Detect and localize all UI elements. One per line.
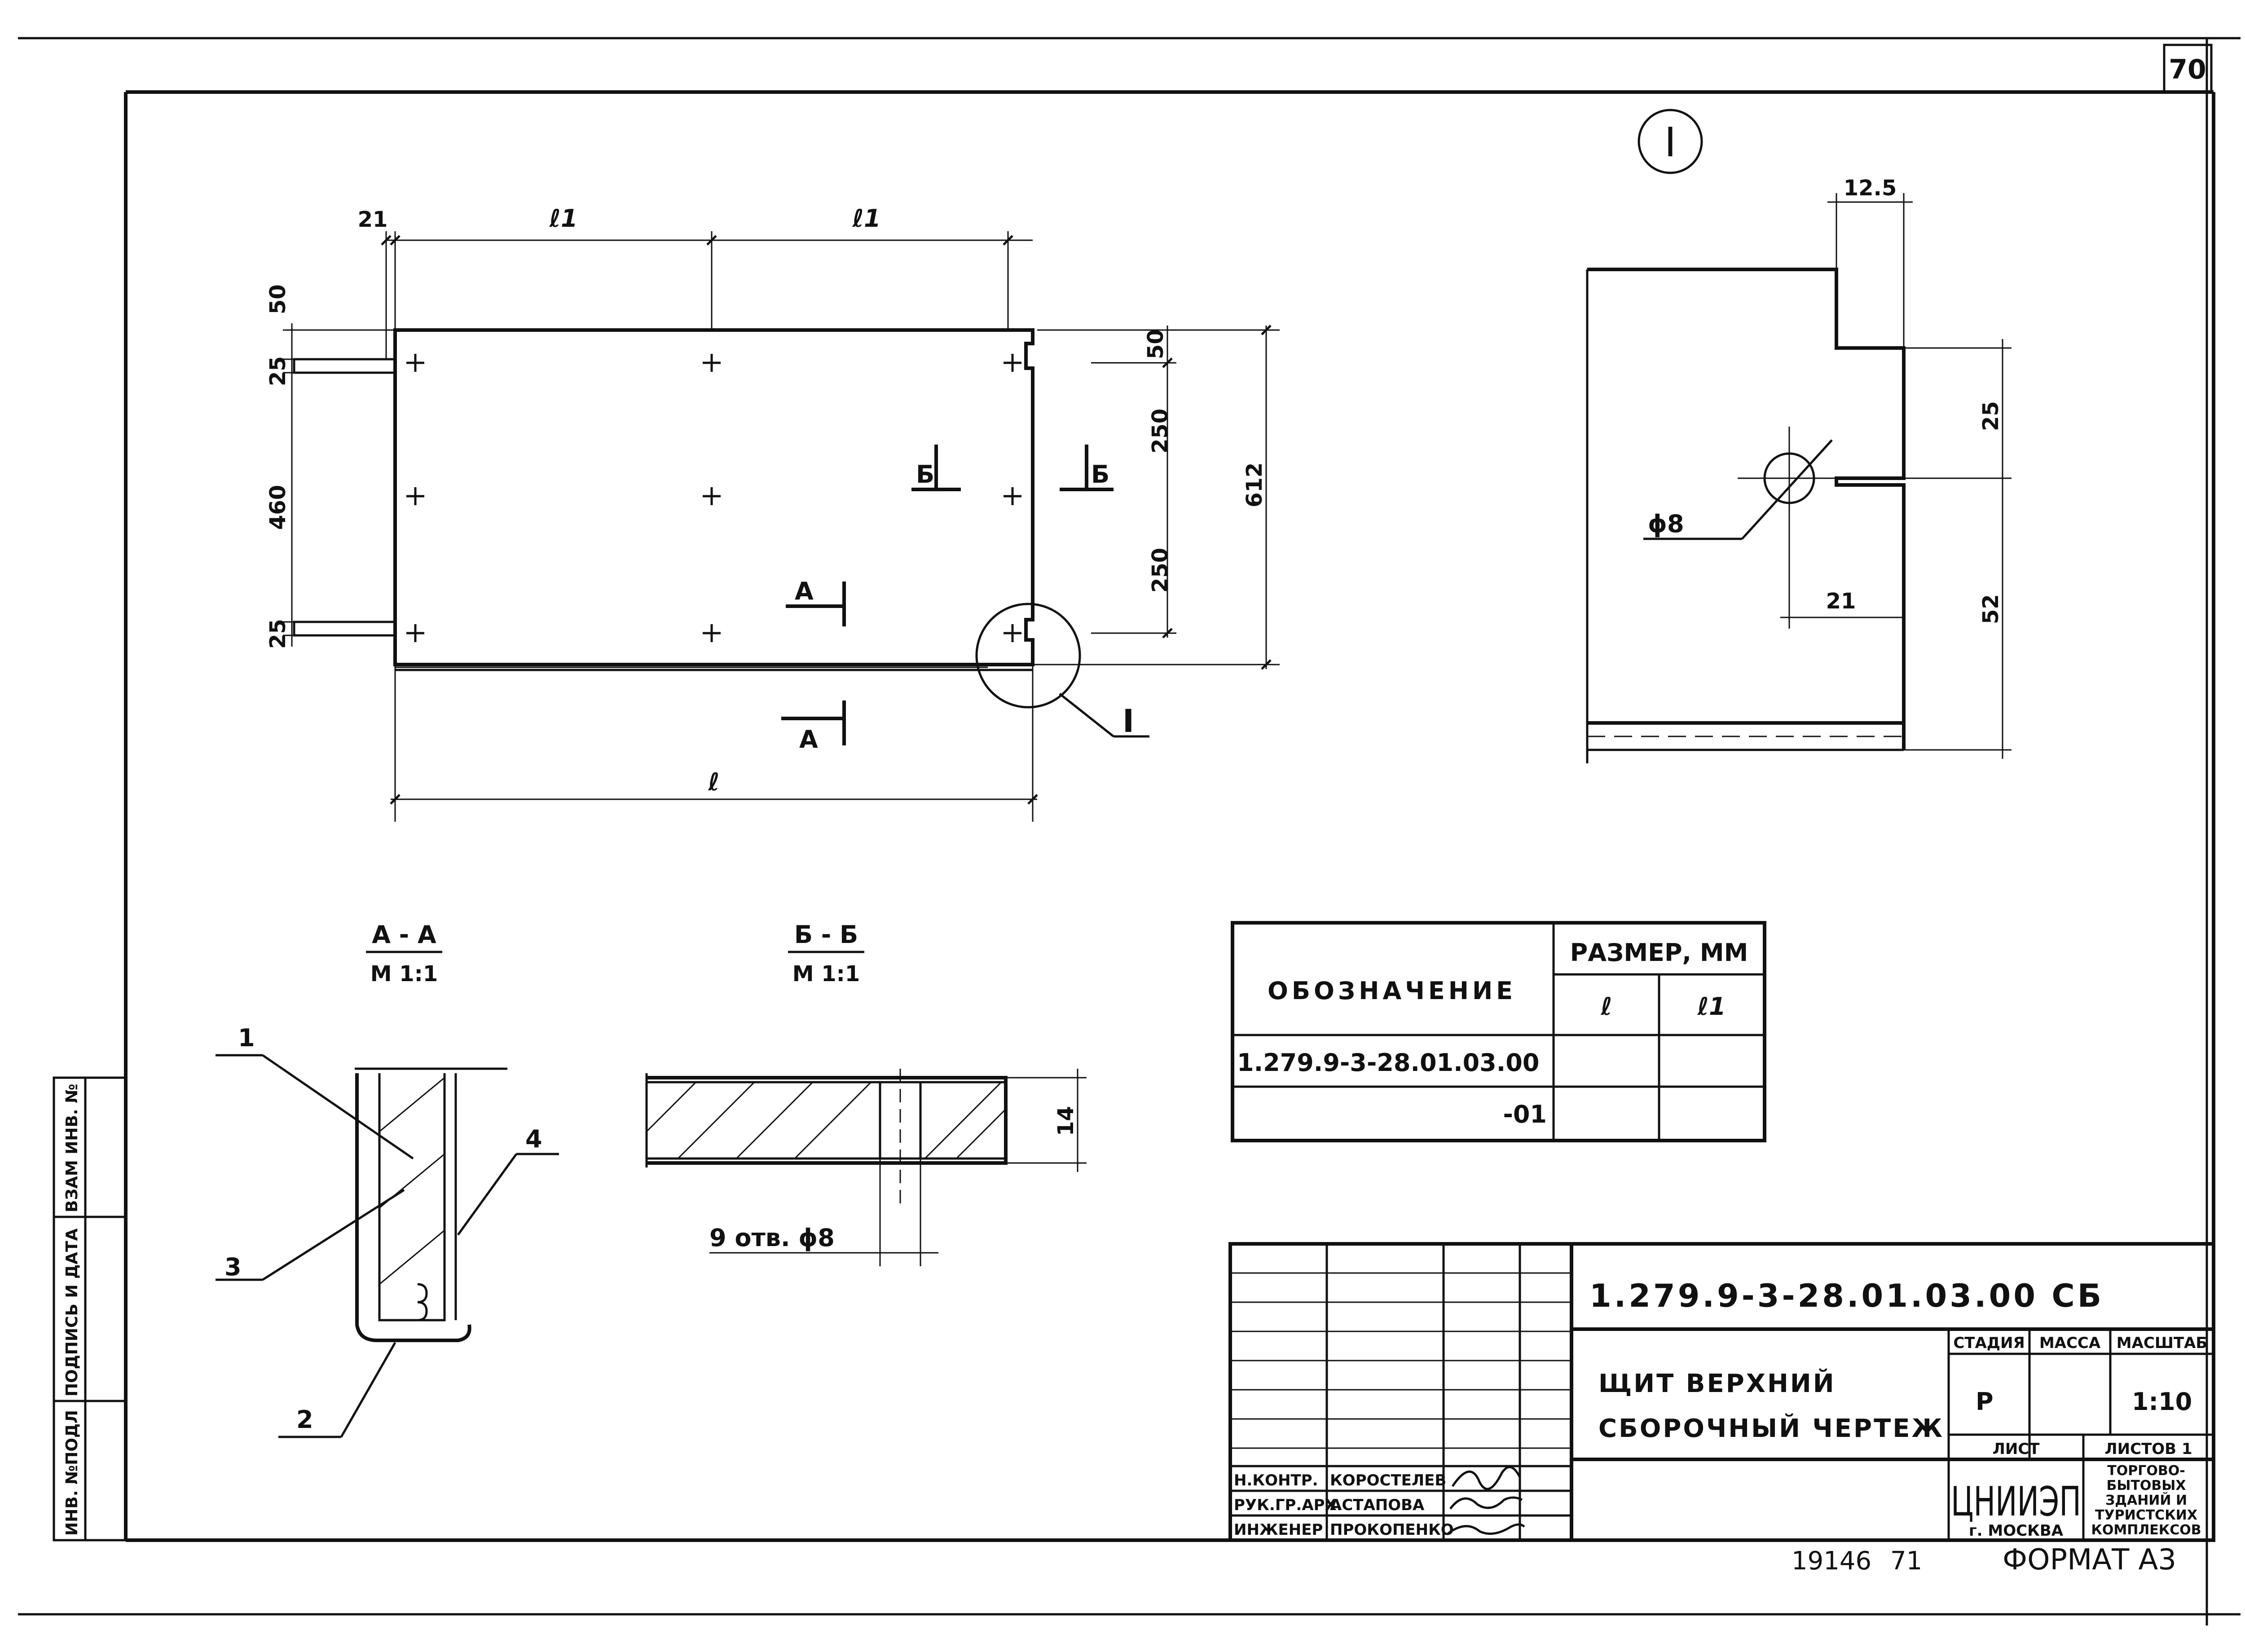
side-stamp-replace: ВЗАМ ИНВ. № <box>63 1084 81 1212</box>
staff-role-1: Н.КОНТР. <box>1234 1471 1318 1489</box>
detail-dim-12-5: 12.5 <box>1844 176 1897 201</box>
section-aa-title: А - А <box>372 921 436 949</box>
side-stamp: ИНВ. №ПОДЛ ПОДПИСЬ И ДАТА ВЗАМ ИНВ. № <box>53 1076 127 1542</box>
table-row-2-designation: -01 <box>1503 1100 1547 1128</box>
size-table: ОБОЗНАЧЕНИЕ РАЗМЕР, ММ ℓ ℓ1 1.279.9-3-28… <box>1231 921 1766 1142</box>
org-name: ЦНИИЭП <box>1951 1478 2081 1525</box>
side-stamp-inv: ИНВ. №ПОДЛ <box>63 1410 81 1536</box>
mass-label: МАССА <box>2039 1334 2101 1352</box>
section-aa-scale: М 1:1 <box>370 961 438 987</box>
section-aa: А - А М 1:1 1 3 4 2 <box>216 921 559 1438</box>
footer-inv: 19146 <box>1792 1546 1871 1576</box>
org-desc-1: ТОРГОВО- <box>2107 1463 2185 1479</box>
title-block: 1.279.9-3-28.01.03.00 СБ ЩИТ ВЕРХНИЙ СБО… <box>1228 1242 2215 1542</box>
dim-612: 612 <box>1242 463 1267 507</box>
main-view: 21 ℓ1 ℓ1 50 25 460 25 50 250 250 612 ℓ Б <box>265 204 1280 822</box>
callout-4: 4 <box>525 1125 542 1153</box>
section-mark-a-bot: А <box>799 725 818 753</box>
dim-l1-a: ℓ1 <box>549 204 577 233</box>
footer-num: 71 <box>1890 1546 1922 1576</box>
section-mark-a-top: А <box>795 577 814 605</box>
stage-value: Р <box>1976 1388 1994 1416</box>
table-header-designation: ОБОЗНАЧЕНИЕ <box>1268 977 1516 1005</box>
section-mark-b-right: Б <box>1091 460 1109 489</box>
dim-25-top: 25 <box>265 356 291 386</box>
page-number: 70 <box>2169 54 2206 85</box>
callout-3: 3 <box>224 1253 242 1281</box>
detail-ref-label: I <box>1122 703 1134 740</box>
dim-250-top: 250 <box>1148 409 1173 454</box>
hole-markers <box>406 354 1021 642</box>
callout-2: 2 <box>296 1405 313 1434</box>
dim-460: 460 <box>265 485 291 530</box>
footer: 19146 71 ФОРМАТ А3 <box>1792 1543 2176 1577</box>
org-desc-3: ЗДАНИЙ И <box>2105 1492 2187 1508</box>
detail-dim-21: 21 <box>1826 589 1856 614</box>
detail-hole-label: ϕ8 <box>1648 510 1684 538</box>
dim-50-left: 50 <box>265 284 291 314</box>
section-mark-b-left: Б <box>916 460 934 489</box>
doc-title-1: ЩИТ ВЕРХНИЙ <box>1598 1369 1836 1398</box>
dim-250-bot: 250 <box>1148 548 1173 593</box>
dim-50-right: 50 <box>1143 329 1168 359</box>
doc-code: 1.279.9-3-28.01.03.00 СБ <box>1589 1278 2104 1314</box>
dim-l1-b: ℓ1 <box>852 204 880 233</box>
org-city: г. МОСКВА <box>1969 1522 2064 1540</box>
detail-callout: I <box>1664 119 1677 166</box>
dim-25-bot: 25 <box>265 619 291 649</box>
table-col-l: ℓ <box>1600 992 1612 1021</box>
side-stamp-sign: ПОДПИСЬ И ДАТА <box>63 1228 81 1396</box>
table-header-size: РАЗМЕР, ММ <box>1570 938 1748 967</box>
sheets-label: ЛИСТОВ 1 <box>2104 1440 2192 1458</box>
section-bb-title: Б - Б <box>794 921 858 949</box>
staff-name-1: КОРОСТЕЛЕВ <box>1330 1471 1446 1489</box>
signature-3 <box>1447 1523 1525 1535</box>
section-bb: Б - Б М 1:1 9 отв. ϕ8 14 <box>645 921 1087 1266</box>
dim-l: ℓ <box>708 768 719 796</box>
detail-view: I 12.5 25 52 ϕ8 21 <box>1586 109 2012 763</box>
scale-label: МАСШТАБ <box>2117 1334 2208 1352</box>
table-col-l1: ℓ1 <box>1697 992 1726 1021</box>
callout-1: 1 <box>238 1024 255 1052</box>
section-bb-holes: 9 отв. ϕ8 <box>709 1224 835 1252</box>
dim-21: 21 <box>358 207 388 232</box>
staff-name-2: АСТАПОВА <box>1330 1496 1425 1514</box>
staff-role-3: ИНЖЕНЕР <box>1234 1521 1323 1539</box>
org-desc-5: КОМПЛЕКСОВ <box>2091 1522 2201 1538</box>
org-desc-4: ТУРИСТСКИХ <box>2095 1507 2197 1523</box>
doc-title-2: СБОРОЧНЫЙ ЧЕРТЕЖ <box>1598 1414 1944 1443</box>
signature-2 <box>1449 1496 1523 1510</box>
table-row-1-designation: 1.279.9-3-28.01.03.00 <box>1237 1048 1539 1077</box>
section-bb-dim-14: 14 <box>1053 1106 1078 1136</box>
org-desc-2: БЫТОВЫХ <box>2107 1478 2186 1493</box>
signature-1 <box>1451 1466 1521 1490</box>
detail-dim-25: 25 <box>1978 401 2003 431</box>
section-bb-scale: М 1:1 <box>792 961 860 987</box>
sheet-border: 70 <box>18 37 2241 1626</box>
footer-format: ФОРМАТ А3 <box>2003 1543 2176 1577</box>
staff-name-3: ПРОКОПЕНКО <box>1330 1521 1454 1539</box>
scale-value: 1:10 <box>2132 1388 2192 1416</box>
detail-dim-52: 52 <box>1978 594 2003 624</box>
stage-label: СТАДИЯ <box>1953 1334 2025 1352</box>
sheet-label: ЛИСТ <box>1993 1440 2040 1458</box>
staff-role-2: РУК.ГР.АРХ. <box>1234 1496 1343 1514</box>
